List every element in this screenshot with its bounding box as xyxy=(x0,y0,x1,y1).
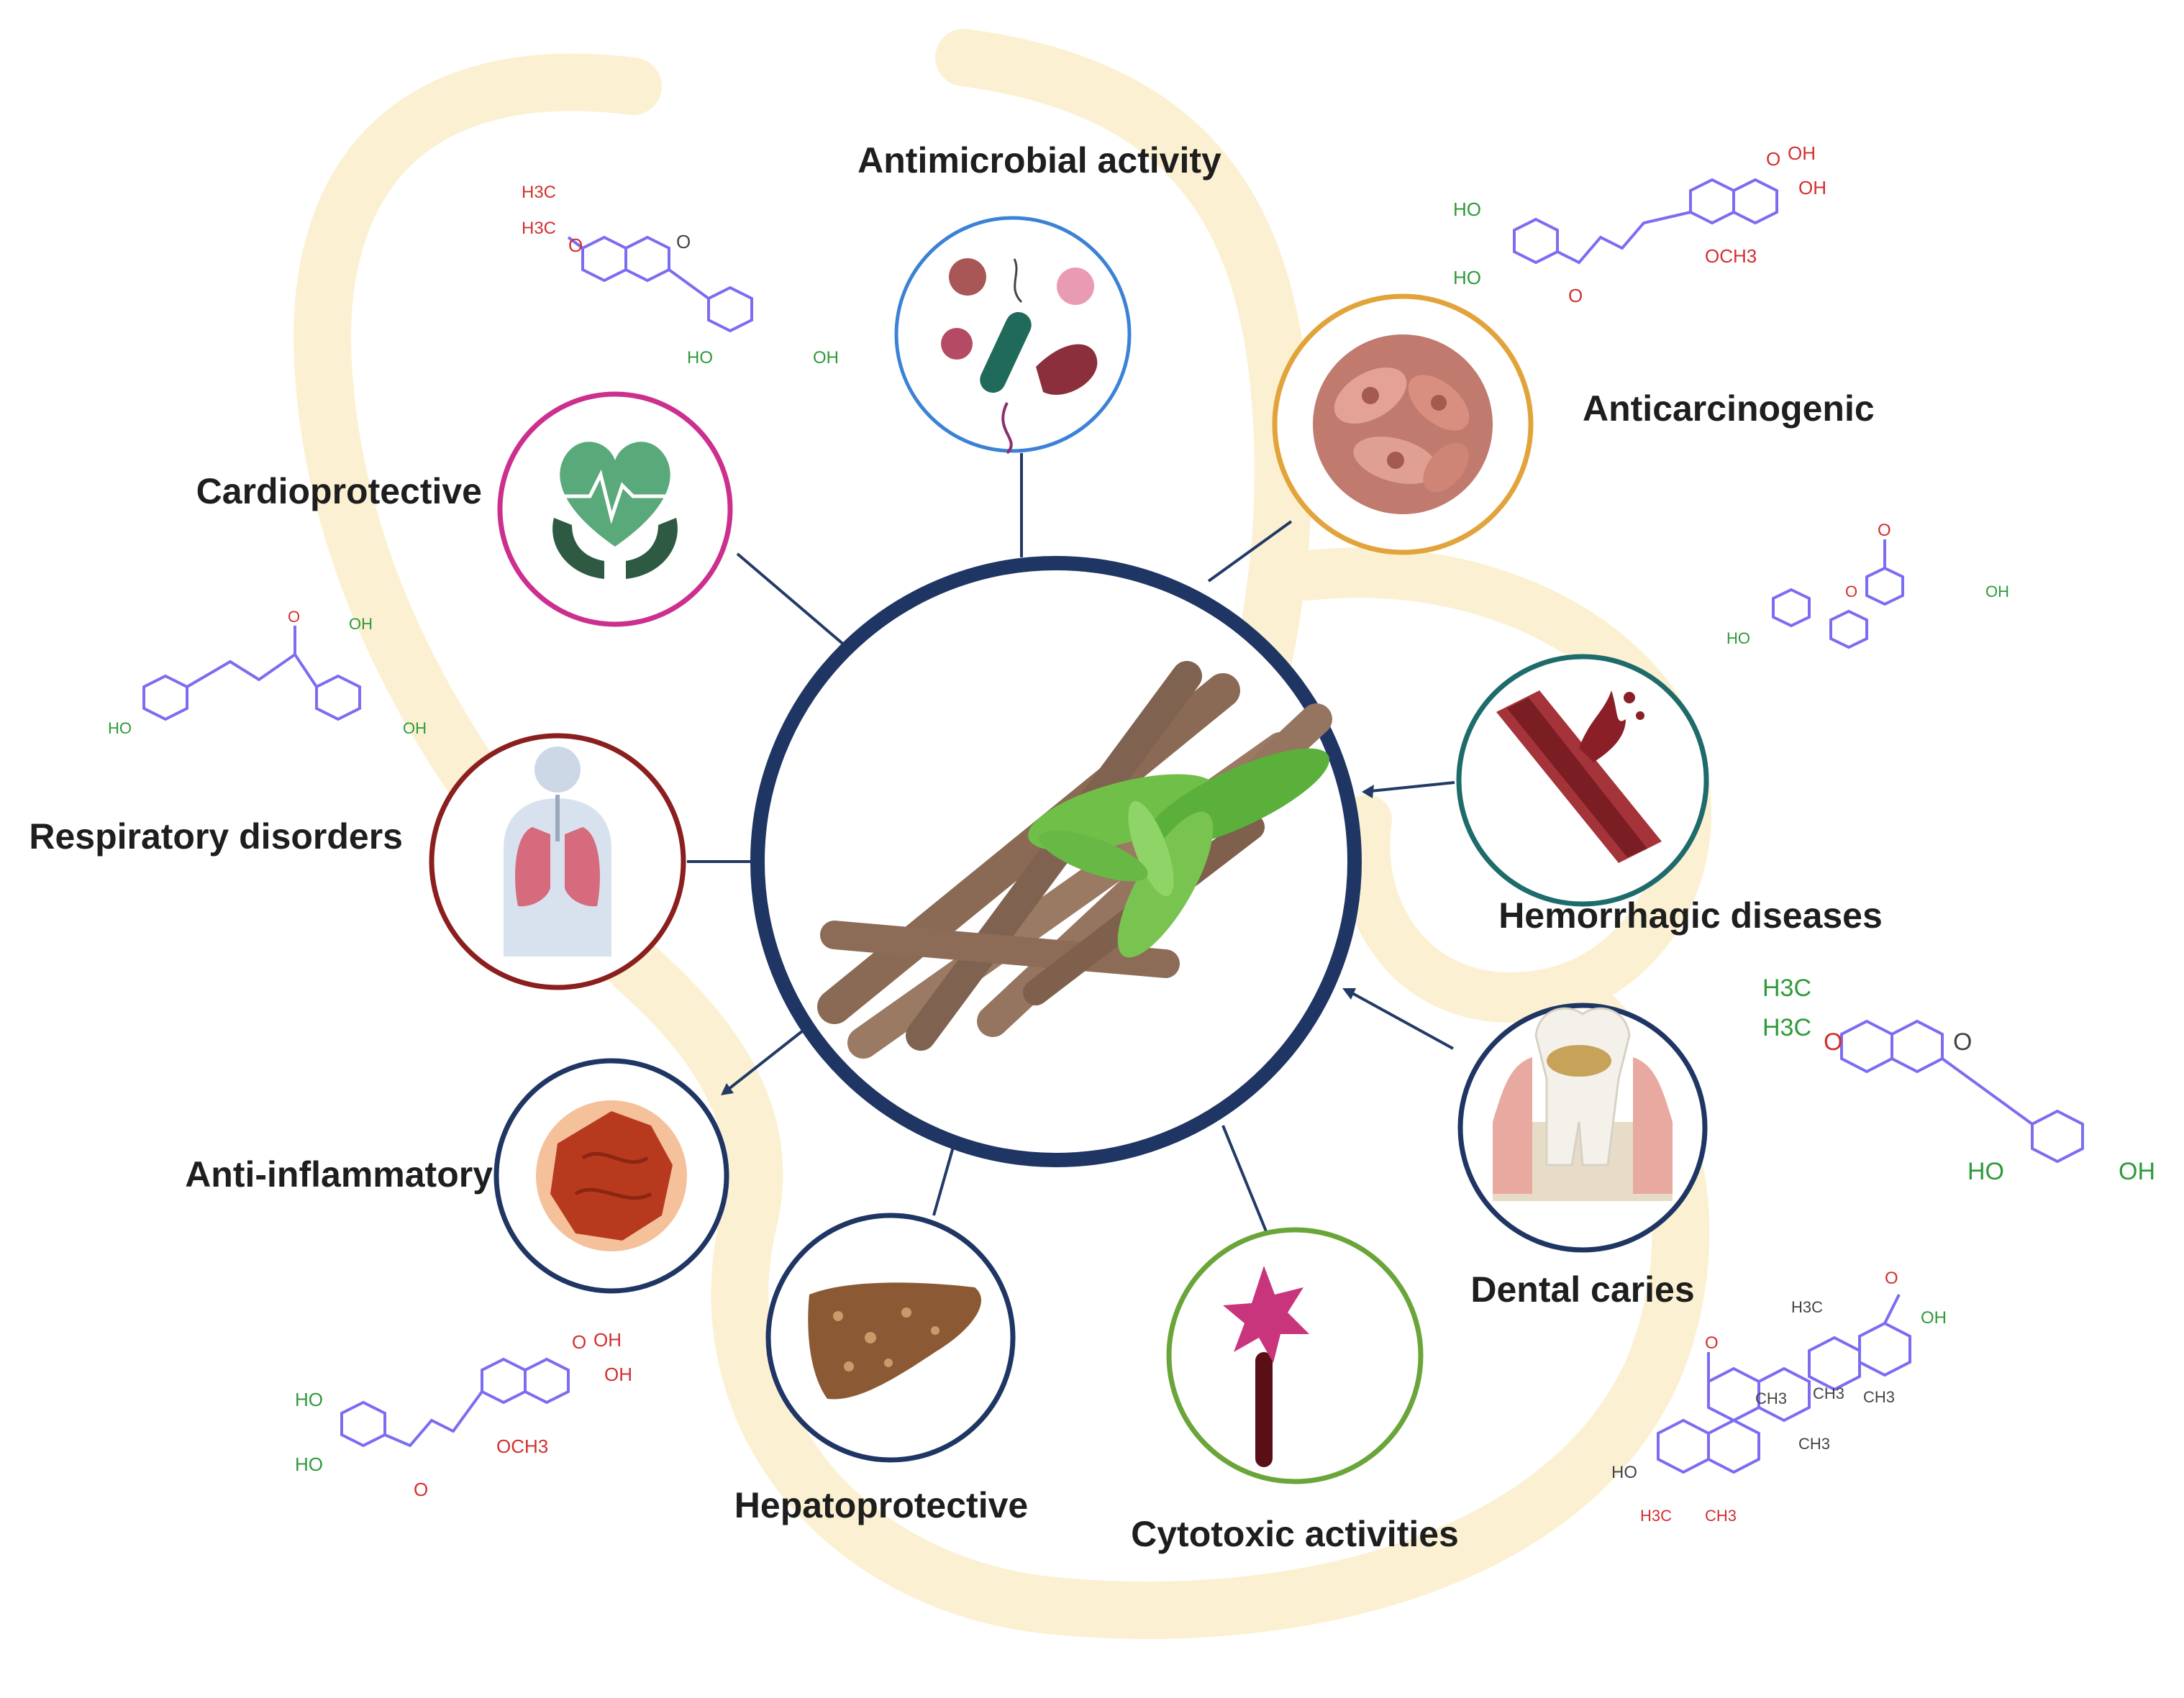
chem-label: O xyxy=(1705,1333,1719,1353)
chem-label: HO xyxy=(295,1453,323,1475)
label-anticarcinogenic: Anticarcinogenic xyxy=(1583,388,1875,429)
tooth-decay-icon xyxy=(1493,1007,1673,1201)
chem-label: O xyxy=(1568,285,1583,306)
connector-dental xyxy=(1350,991,1454,1050)
chem-label: OH xyxy=(403,719,427,737)
heart-hands-icon xyxy=(552,442,678,579)
chem-label: HO xyxy=(1967,1158,2004,1185)
chem-label: O xyxy=(572,1331,586,1353)
chem-label: H3C xyxy=(522,183,556,202)
structure-flavanone-right: O O OH HO xyxy=(1726,521,2009,649)
chem-label: CH3 xyxy=(1813,1384,1844,1402)
label-anti-inflammatory: Anti-inflammatory xyxy=(185,1154,493,1195)
chem-label: O xyxy=(1845,583,1857,601)
structure-top-right: HO HO O O OH OH OCH3 xyxy=(1453,142,1826,306)
chem-label: CH3 xyxy=(1798,1435,1830,1453)
structure-glabridin-top-left: H3C H3C O O HO OH xyxy=(522,183,839,368)
cytotoxic-cell-icon xyxy=(1223,1266,1309,1467)
node-dental: Dental caries xyxy=(1457,1003,1708,1310)
label-cardioprotective: Cardioprotective xyxy=(196,471,482,511)
chem-label: HO xyxy=(295,1389,323,1410)
chem-label: H3C xyxy=(522,219,556,238)
bleeding-vessel-icon xyxy=(1496,690,1662,863)
chem-label: O xyxy=(568,234,583,256)
label-cytotoxic: Cytotoxic activities xyxy=(1131,1514,1459,1554)
chem-label: H3C xyxy=(1762,1014,1811,1041)
structure-isoliquiritigenin-left: O OH OH HO xyxy=(108,608,427,737)
chem-label: O xyxy=(1878,521,1891,540)
chem-label: HO xyxy=(1611,1463,1637,1482)
chem-label: OH xyxy=(813,348,839,368)
connector-cardioprotective xyxy=(736,552,847,647)
node-cardioprotective: Cardioprotective xyxy=(196,391,733,627)
node-respiratory: Respiratory disorders xyxy=(29,733,686,990)
structure-bottom-left: HO HO O O OH OH OCH3 xyxy=(295,1329,632,1500)
node-hemorrhagic: Hemorrhagic diseases xyxy=(1456,654,1883,936)
chem-label: H3C xyxy=(1640,1507,1672,1525)
chem-label: CH3 xyxy=(1705,1507,1737,1525)
chem-label: O xyxy=(676,231,691,252)
liver-icon xyxy=(808,1282,981,1400)
chem-label: OH xyxy=(1788,142,1816,164)
chem-label: OCH3 xyxy=(1705,245,1757,267)
chem-label: OH xyxy=(1985,583,2009,601)
chem-label: OH xyxy=(2119,1158,2155,1185)
cancer-cells-icon xyxy=(1313,334,1493,514)
licorice-root-icon xyxy=(817,661,1332,1059)
structure-glycyrrhetinic-acid: O O OH H3C CH3 CH3 CH3 CH3 HO H3C CH3 xyxy=(1611,1269,1947,1525)
chem-label: OH xyxy=(1921,1308,1947,1328)
label-dental: Dental caries xyxy=(1470,1269,1694,1310)
chem-label: HO xyxy=(1453,267,1481,288)
node-cytotoxic: Cytotoxic activities xyxy=(1131,1227,1459,1554)
connector-anticarcinogenic xyxy=(1207,520,1293,583)
node-anti-inflammatory: Anti-inflammatory xyxy=(185,1058,729,1294)
node-anticarcinogenic: Anticarcinogenic xyxy=(1272,293,1875,555)
chem-label: CH3 xyxy=(1863,1388,1895,1406)
chem-label: H3C xyxy=(1791,1298,1823,1316)
chem-label: H3C xyxy=(1762,974,1811,1002)
label-hepatoprotective: Hepatoprotective xyxy=(734,1485,1028,1525)
label-hemorrhagic: Hemorrhagic diseases xyxy=(1498,895,1883,936)
chem-label: O xyxy=(1885,1269,1898,1288)
chem-label: HO xyxy=(108,719,132,737)
chem-label: OH xyxy=(593,1329,622,1351)
chem-label: OCH3 xyxy=(496,1435,548,1457)
node-antimicrobial: Antimicrobial activity xyxy=(857,140,1221,455)
chem-label: O xyxy=(288,608,300,626)
connector-hepatoprotective xyxy=(932,1146,955,1216)
chem-label: O xyxy=(414,1479,428,1500)
lungs-body-icon xyxy=(504,747,611,957)
connector-lines xyxy=(687,453,1455,1232)
connector-cytotoxic xyxy=(1221,1125,1268,1232)
inflamed-tissue-icon xyxy=(536,1100,687,1251)
chem-label: O xyxy=(1953,1028,1972,1056)
connector-hemorrhagic xyxy=(1370,781,1455,793)
chem-label: O xyxy=(1824,1028,1842,1056)
label-respiratory: Respiratory disorders xyxy=(29,816,403,857)
chem-label: OH xyxy=(604,1364,632,1385)
node-hepatoprotective: Hepatoprotective xyxy=(734,1213,1028,1525)
chem-label: OH xyxy=(349,615,373,633)
chem-label: OH xyxy=(1798,177,1826,198)
microbes-icon xyxy=(941,258,1098,455)
connector-anti-inflammatory xyxy=(727,1027,807,1091)
chem-label: HO xyxy=(1726,629,1750,647)
label-antimicrobial: Antimicrobial activity xyxy=(857,140,1221,181)
chem-label: O xyxy=(1766,148,1780,170)
chem-label: HO xyxy=(1453,198,1481,220)
cytotoxic-ring xyxy=(1166,1227,1424,1484)
chem-label: HO xyxy=(687,348,713,368)
chem-label: CH3 xyxy=(1755,1389,1787,1407)
center-licorice xyxy=(750,556,1362,1167)
structure-glabridin-right: H3C H3C O O HO OH xyxy=(1762,974,2155,1185)
